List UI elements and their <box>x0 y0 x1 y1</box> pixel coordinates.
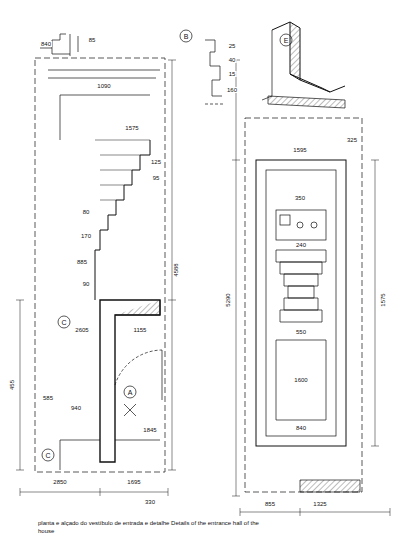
dimension-text: 350 <box>294 195 306 201</box>
dimension-text: 2850 <box>52 479 67 485</box>
dimension-text: 940 <box>70 405 82 411</box>
dimension-text: 1600 <box>293 377 308 383</box>
dimension-text: 325 <box>346 137 358 143</box>
section-hatch <box>290 22 330 92</box>
dimension-text: 125 <box>150 159 162 165</box>
isometric-detail <box>272 22 345 92</box>
dimension-text: 90 <box>82 281 91 287</box>
callout-letter: E <box>283 37 290 44</box>
dimension-line <box>240 508 390 516</box>
dimension-line <box>232 60 240 496</box>
dimension-text: 2605 <box>74 327 89 333</box>
door-leaf <box>60 350 162 470</box>
fixture <box>311 222 317 228</box>
dimension-text: 885 <box>76 259 88 265</box>
callout-letter: C <box>44 452 51 459</box>
dimension-text: 840 <box>40 41 52 47</box>
outline-dashed <box>35 58 165 472</box>
profile-detail <box>205 40 222 96</box>
dimension-text: 1695 <box>126 479 141 485</box>
dimension-text: 25 <box>228 43 237 49</box>
lower-panel <box>276 340 326 420</box>
dimension-text: 585 <box>42 395 54 401</box>
caption: planta e alçado do vestíbulo de entrada … <box>38 520 268 535</box>
callout-letter: C <box>60 319 67 326</box>
dimension-text: 1575 <box>380 292 386 307</box>
stair-treads <box>95 140 150 200</box>
cross-mark <box>124 404 136 416</box>
panel <box>276 210 326 240</box>
dimension-line <box>205 104 225 105</box>
door-swing <box>115 350 162 385</box>
detail-lines <box>70 34 78 56</box>
dimension-text: 1595 <box>292 147 307 153</box>
dimension-text: 170 <box>80 233 92 239</box>
dimension-text: 4588 <box>173 262 179 277</box>
dimension-text: 5290 <box>225 292 231 307</box>
dimension-text: 85 <box>88 37 97 43</box>
wall-hatch <box>115 300 160 315</box>
fixture <box>297 222 303 228</box>
dimension-text: 1155 <box>133 327 148 333</box>
callout-circle <box>180 30 192 42</box>
outline-dashed <box>245 118 362 492</box>
dimension-text: 1090 <box>96 83 111 89</box>
dimension-text: 240 <box>295 242 307 248</box>
callout-circle <box>58 316 70 328</box>
dimension-text: 1845 <box>142 427 157 433</box>
dimension-text: 160 <box>226 87 238 93</box>
stepped-panels <box>276 250 326 322</box>
floor-hatch <box>268 96 345 108</box>
wall-section <box>100 300 160 462</box>
callout-letter: A <box>127 389 134 396</box>
dimension-text: 1325 <box>312 501 327 507</box>
frame-inner <box>266 170 336 436</box>
dimension-text: 1575 <box>124 125 139 131</box>
dimension-line <box>371 160 379 446</box>
callout-letter: B <box>183 33 190 40</box>
dimension-line <box>16 300 24 470</box>
dimension-text: 15 <box>228 71 237 77</box>
dimension-text: 455 <box>9 379 15 391</box>
dimension-line <box>20 488 168 496</box>
dimension-text: 330 <box>144 499 156 505</box>
dimension-text: 550 <box>295 329 307 335</box>
frame-outer <box>256 160 346 446</box>
dimension-text: 80 <box>82 209 91 215</box>
panel-detail <box>280 215 290 225</box>
wall-lines <box>48 70 160 140</box>
callout-circle <box>42 449 54 461</box>
isometric-detail <box>262 30 272 100</box>
dimension-text: 40 <box>228 57 237 63</box>
dimension-text: 855 <box>264 501 276 507</box>
callout-circle <box>124 386 136 398</box>
ground-hatch <box>300 480 360 492</box>
callout-circle <box>280 34 292 46</box>
dimension-text: 95 <box>152 175 161 181</box>
dimension-text: 840 <box>295 425 307 431</box>
stair-steps <box>95 140 150 300</box>
profile-detail <box>40 34 70 54</box>
